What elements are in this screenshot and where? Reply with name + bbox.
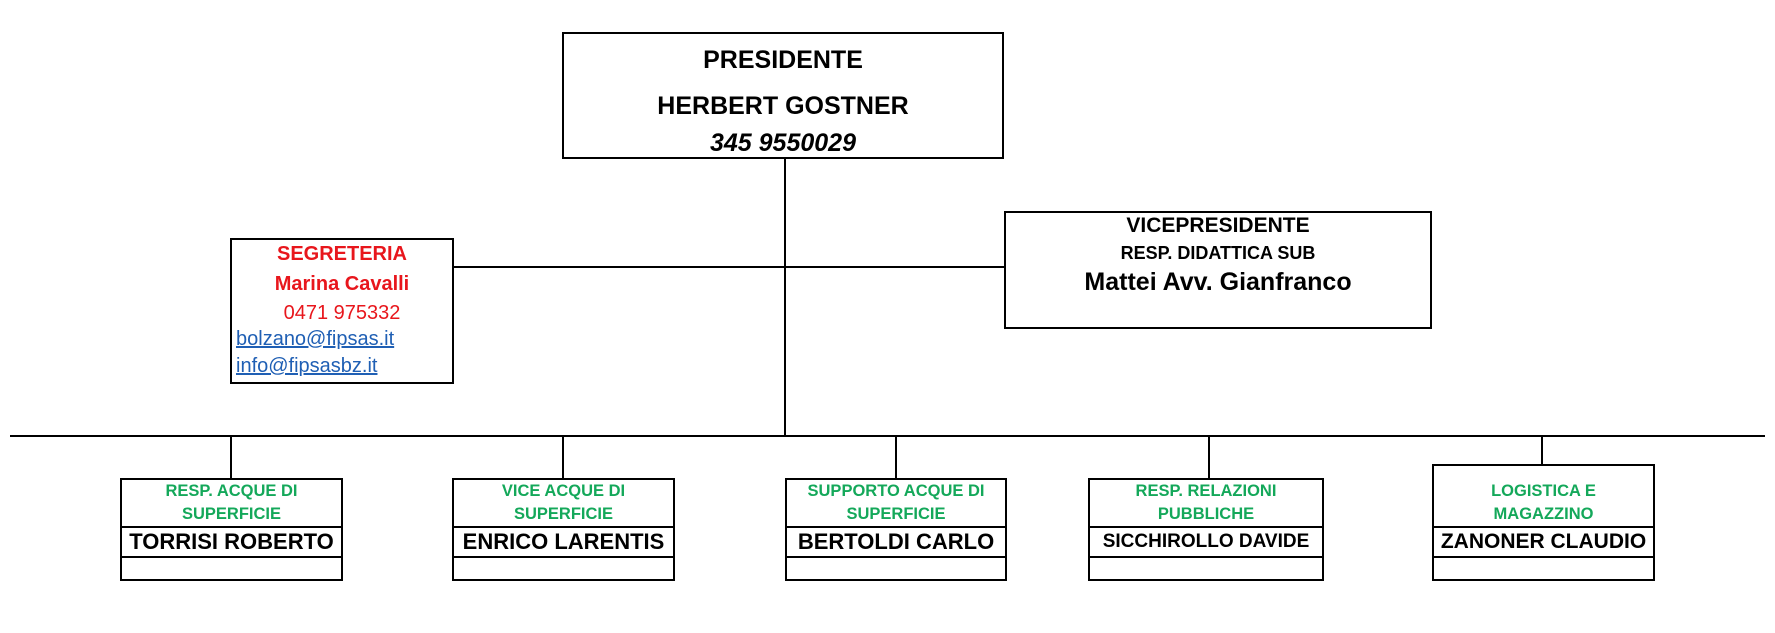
secretary-email-bolzano-link[interactable]: bolzano@fipsas.it bbox=[236, 328, 395, 350]
team-role-line2: PUBBLICHE bbox=[1157, 505, 1255, 523]
secretary-email-info-link[interactable]: info@fipsasbz.it bbox=[236, 355, 378, 377]
team-box-3: SUPPORTO ACQUE DI SUPERFICIE BERTOLDI CA… bbox=[785, 478, 1007, 581]
team-role: RESP. RELAZIONI PUBBLICHE bbox=[1090, 480, 1322, 526]
team-member-name: TORRISI ROBERTO bbox=[122, 526, 341, 558]
president-box: PRESIDENTE HERBERT GOSTNER 345 9550029 bbox=[562, 32, 1004, 159]
team-connector-4 bbox=[1208, 437, 1210, 478]
team-role-line2: SUPERFICIE bbox=[846, 505, 946, 523]
team-box-2: VICE ACQUE DI SUPERFICIE ENRICO LARENTIS bbox=[452, 478, 675, 581]
secretary-box: SEGRETERIA Marina Cavalli 0471 975332 bo… bbox=[230, 238, 454, 384]
team-role: LOGISTICA E MAGAZZINO bbox=[1434, 480, 1653, 526]
team-role-line1: VICE ACQUE DI bbox=[501, 482, 626, 500]
team-role: RESP. ACQUE DI SUPERFICIE bbox=[122, 480, 341, 526]
president-name: HERBERT GOSTNER bbox=[657, 92, 909, 120]
team-role-line1: SUPPORTO ACQUE DI bbox=[807, 482, 985, 500]
team-role-line2: MAGAZZINO bbox=[1493, 505, 1594, 523]
team-connector-1 bbox=[230, 437, 232, 478]
president-vertical-connector bbox=[784, 159, 786, 435]
vicepresident-name: Mattei Avv. Gianfranco bbox=[1084, 268, 1352, 296]
team-role-line1: LOGISTICA E bbox=[1491, 482, 1596, 500]
team-box-1: RESP. ACQUE DI SUPERFICIE TORRISI ROBERT… bbox=[120, 478, 343, 581]
team-role-line1: RESP. ACQUE DI bbox=[165, 482, 298, 500]
horizontal-bus-line bbox=[10, 435, 1765, 437]
vicepresident-title: VICEPRESIDENTE bbox=[1126, 214, 1310, 237]
vicepresident-role: RESP. DIDATTICA SUB bbox=[1120, 243, 1316, 263]
secretary-name: Marina Cavalli bbox=[274, 273, 410, 295]
vicepresident-box: VICEPRESIDENTE RESP. DIDATTICA SUB Matte… bbox=[1004, 211, 1432, 329]
president-title: PRESIDENTE bbox=[703, 46, 863, 74]
team-connector-2 bbox=[562, 437, 564, 478]
team-member-name: ENRICO LARENTIS bbox=[454, 526, 673, 558]
team-role-line2: SUPERFICIE bbox=[513, 505, 614, 523]
secretary-connector bbox=[454, 266, 784, 268]
team-role: SUPPORTO ACQUE DI SUPERFICIE bbox=[787, 480, 1005, 526]
team-member-name: SICCHIROLLO DAVIDE bbox=[1090, 526, 1322, 558]
team-box-4: RESP. RELAZIONI PUBBLICHE SICCHIROLLO DA… bbox=[1088, 478, 1324, 581]
team-connector-3 bbox=[895, 437, 897, 478]
president-phone: 345 9550029 bbox=[710, 129, 856, 157]
secretary-phone: 0471 975332 bbox=[283, 302, 401, 324]
secretary-title: SEGRETERIA bbox=[276, 243, 408, 265]
team-connector-5 bbox=[1541, 437, 1543, 464]
vicepresident-connector bbox=[786, 266, 1004, 268]
team-member-name: ZANONER CLAUDIO bbox=[1434, 526, 1653, 558]
team-role-line1: RESP. RELAZIONI bbox=[1135, 482, 1277, 500]
team-role-line2: SUPERFICIE bbox=[181, 505, 282, 523]
team-box-5: LOGISTICA E MAGAZZINO ZANONER CLAUDIO bbox=[1432, 464, 1655, 581]
team-role: VICE ACQUE DI SUPERFICIE bbox=[454, 480, 673, 526]
team-member-name: BERTOLDI CARLO bbox=[787, 526, 1005, 558]
